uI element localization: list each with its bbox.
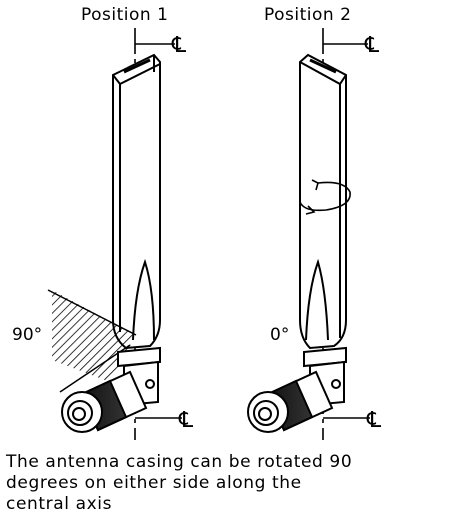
position-2-top-centerline-symbol: ℄: [364, 33, 380, 58]
position-2-bottom-centerline-symbol: ℄: [366, 408, 382, 433]
caption-line-3: central axis: [6, 494, 113, 514]
position-2-hinge: [303, 346, 347, 406]
antenna-position-2: Position 2 ℄ 0°: [247, 5, 382, 440]
position-1-connector: [61, 370, 148, 433]
position-1-title: Position 1: [81, 5, 168, 25]
position-1-angle-label: 90°: [12, 325, 42, 345]
position-1-bottom-centerline-symbol: ℄: [178, 408, 194, 433]
position-2-top-centerline-marker: ℄: [323, 33, 380, 58]
position-1-bottom-centerline-marker: ℄: [135, 408, 194, 433]
caption-line-2: degrees on either side along the: [6, 473, 302, 493]
antenna-position-1: Position 1 ℄ 90°: [12, 5, 194, 440]
position-2-angle-label: 0°: [270, 325, 289, 345]
position-2-bottom-centerline-marker: ℄: [323, 408, 382, 433]
caption-line-1: The antenna casing can be rotated 90: [6, 452, 353, 472]
caption: The antenna casing can be rotated 90 deg…: [6, 452, 452, 515]
position-2-title: Position 2: [264, 5, 351, 25]
position-2-antenna-casing: [299, 53, 347, 350]
rotation-arrow-icon: [299, 179, 351, 215]
position-1-top-centerline-marker: ℄: [135, 33, 187, 58]
position-1-top-centerline-symbol: ℄: [171, 33, 187, 58]
position-1-antenna-casing: [112, 53, 161, 350]
position-2-connector: [247, 370, 334, 433]
